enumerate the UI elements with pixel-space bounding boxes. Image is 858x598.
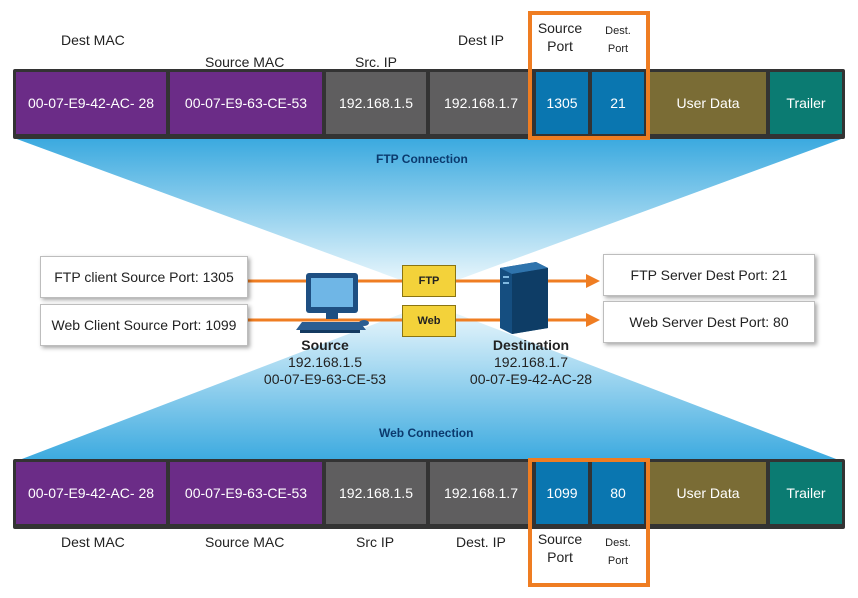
web-connection-title: Web Connection [379,426,474,440]
top-dest-port-field: 21 [592,72,644,134]
destination-ip: 192.168.1.7 [494,354,568,370]
computer-icon [296,273,369,333]
bottom-dest-mac-field: 00-07-E9-42-AC- 28 [16,462,166,524]
top-dest-ip-label: Dest IP [458,32,504,48]
top-trailer-field: Trailer [770,72,842,134]
source-mac: 00-07-E9-63-CE-53 [263,371,387,387]
web-arrow-head [586,313,600,327]
bottom-trailer-field: Trailer [770,462,842,524]
web-connection-funnel [14,312,844,462]
source-title: Source [301,337,349,353]
server-icon [500,262,548,334]
top-dest-ip-field: 192.168.1.7 [430,72,532,134]
bottom-user-data-field: User Data [650,462,766,524]
ftp-server-port-box: FTP Server Dest Port: 21 [603,254,815,296]
bottom-dest-ip-field: 192.168.1.7 [430,462,532,524]
top-src-ip-field: 192.168.1.5 [326,72,426,134]
top-source-mac-field: 00-07-E9-63-CE-53 [170,72,322,134]
top-user-data-field: User Data [650,72,766,134]
bottom-dest-port-field: 80 [592,462,644,524]
web-client-port-box: Web Client Source Port: 1099 [40,304,248,346]
ftp-arrow-head [586,274,600,288]
bottom-source-mac-field: 00-07-E9-63-CE-53 [170,462,322,524]
top-dest-port-label: Dest. Port [605,25,631,55]
top-src-ip-label: Src. IP [355,54,398,70]
bottom-source-port-label: Source Port [537,531,583,565]
source-host-info: Source 192.168.1.5 00-07-E9-63-CE-53 [250,337,400,388]
destination-title: Destination [492,337,570,353]
bottom-port-highlight [528,458,650,587]
bottom-dest-mac-label: Dest MAC [61,534,125,550]
web-server-port-box: Web Server Dest Port: 80 [603,301,815,343]
bottom-source-port-field: 1099 [536,462,588,524]
top-dest-mac-label: Dest MAC [61,32,125,48]
top-source-port-field: 1305 [536,72,588,134]
top-source-port-label: Source Port [537,20,583,54]
bottom-src-ip-label: Src IP [356,534,395,550]
ftp-envelope: FTP [402,265,456,297]
bottom-dest-ip-label: Dest. IP [456,534,506,550]
destination-host-info: Destination 192.168.1.7 00-07-E9-42-AC-2… [456,337,606,388]
source-ip: 192.168.1.5 [288,354,362,370]
ftp-connection-funnel [14,138,844,282]
top-source-mac-label: Source MAC [205,54,285,70]
web-envelope: Web [402,305,456,337]
destination-mac: 00-07-E9-42-AC-28 [469,371,593,387]
top-port-highlight [528,11,650,140]
bottom-dest-port-label: Dest. Port [605,537,631,567]
ftp-connection-title: FTP Connection [376,152,468,166]
bottom-src-ip-field: 192.168.1.5 [326,462,426,524]
ftp-client-port-box: FTP client Source Port: 1305 [40,256,248,298]
top-dest-mac-field: 00-07-E9-42-AC- 28 [16,72,166,134]
bottom-source-mac-label: Source MAC [205,534,285,550]
